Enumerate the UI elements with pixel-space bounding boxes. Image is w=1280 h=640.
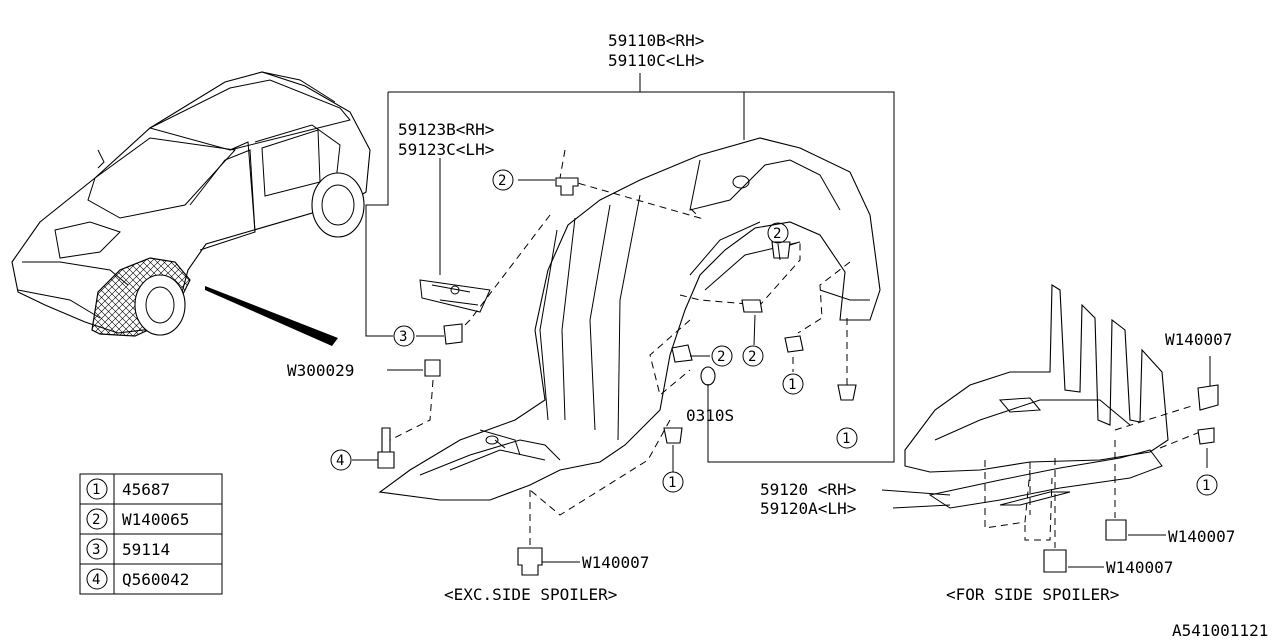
w140007-label-right-mid: W140007 <box>1168 527 1235 546</box>
screw-3 <box>443 323 463 345</box>
flap-lh-label: 59123C<LH> <box>398 140 494 159</box>
nut-w300029 <box>424 359 441 377</box>
clip-1-b <box>837 384 857 401</box>
clip-1-a <box>784 335 804 353</box>
clip-w140007-r3 <box>1043 549 1067 573</box>
w140007-label-left: W140007 <box>582 553 649 572</box>
svg-text:2: 2 <box>92 512 100 528</box>
clip-1-right <box>1197 427 1215 445</box>
svg-text:45687: 45687 <box>122 480 170 499</box>
clip-w140007-r2 <box>1105 519 1127 541</box>
callout-2-upper: 2 <box>767 222 789 244</box>
svg-text:W140065: W140065 <box>122 510 189 529</box>
callout-3: 3 <box>393 325 415 347</box>
diagram-id: A541001121 <box>1172 621 1268 640</box>
0310s-label: 0310S <box>686 406 734 425</box>
leader-lines-left <box>352 73 895 563</box>
callout-1-a: 1 <box>782 373 804 395</box>
legend-row: 1 45687 <box>86 478 170 500</box>
clip-1-c <box>663 427 683 444</box>
legend-table: 1 45687 2 W140065 3 59114 4 Q560042 <box>79 473 223 595</box>
liner-rh-label: 59110B<RH> <box>608 31 704 50</box>
svg-text:3: 3 <box>399 329 407 345</box>
callout-2-right: 2 <box>711 345 733 367</box>
clip-w140007-left <box>517 547 543 576</box>
w300029-label: W300029 <box>287 361 354 380</box>
callout-1-right: 1 <box>1196 474 1218 496</box>
legend-row: 3 59114 <box>86 538 170 560</box>
washer-0310s <box>700 366 716 386</box>
svg-text:1: 1 <box>668 475 676 491</box>
clip-2-top <box>555 177 579 196</box>
legend-row: 2 W140065 <box>86 508 189 530</box>
svg-text:1: 1 <box>1202 478 1210 494</box>
legend-row: 4 Q560042 <box>86 568 189 590</box>
callout-2-low: 2 <box>742 345 764 367</box>
fasteners-left <box>377 177 857 576</box>
clip-w140007-r1 <box>1197 384 1219 411</box>
svg-text:2: 2 <box>748 349 756 365</box>
clip-2-side <box>671 344 693 363</box>
w140007-label-top-right: W140007 <box>1165 330 1232 349</box>
svg-text:1: 1 <box>92 482 100 498</box>
leader-lines-right <box>881 356 1211 568</box>
svg-text:4: 4 <box>336 453 344 469</box>
dashed-guides-right <box>984 404 1201 548</box>
callout-1-c: 1 <box>662 471 684 493</box>
dashed-guides-left <box>379 149 851 545</box>
svg-text:1: 1 <box>788 377 796 393</box>
callout-2-top: 2 <box>492 169 514 191</box>
fender-liner-assembly <box>378 137 881 501</box>
flap-rh-label: 59123B<RH> <box>398 120 494 139</box>
car-illustration <box>11 71 371 346</box>
caption-exc-side-spoiler: <EXC.SIDE SPOILER> <box>444 585 617 604</box>
svg-text:Q560042: Q560042 <box>122 570 189 589</box>
w140007-label-right-low: W140007 <box>1106 558 1173 577</box>
callout-4: 4 <box>330 449 352 471</box>
svg-text:4: 4 <box>92 572 100 588</box>
clip-2-mid <box>741 299 763 313</box>
caption-for-side-spoiler: <FOR SIDE SPOILER> <box>946 585 1119 604</box>
clip-2-upper <box>771 241 791 259</box>
svg-text:3: 3 <box>92 542 100 558</box>
side-cover-rh-label: 59120 <RH> <box>760 480 856 499</box>
svg-text:2: 2 <box>717 349 725 365</box>
liner-lh-label: 59110C<LH> <box>608 51 704 70</box>
callout-1-b: 1 <box>836 427 858 449</box>
svg-text:59114: 59114 <box>122 540 170 559</box>
fasteners-right <box>1043 384 1219 573</box>
svg-text:1: 1 <box>842 431 850 447</box>
svg-text:2: 2 <box>498 173 506 189</box>
side-cover-lh-label: 59120A<LH> <box>760 499 856 518</box>
bolt-4 <box>377 427 395 469</box>
fender-liner-side-spoiler <box>904 284 1169 509</box>
svg-text:2: 2 <box>773 226 781 242</box>
